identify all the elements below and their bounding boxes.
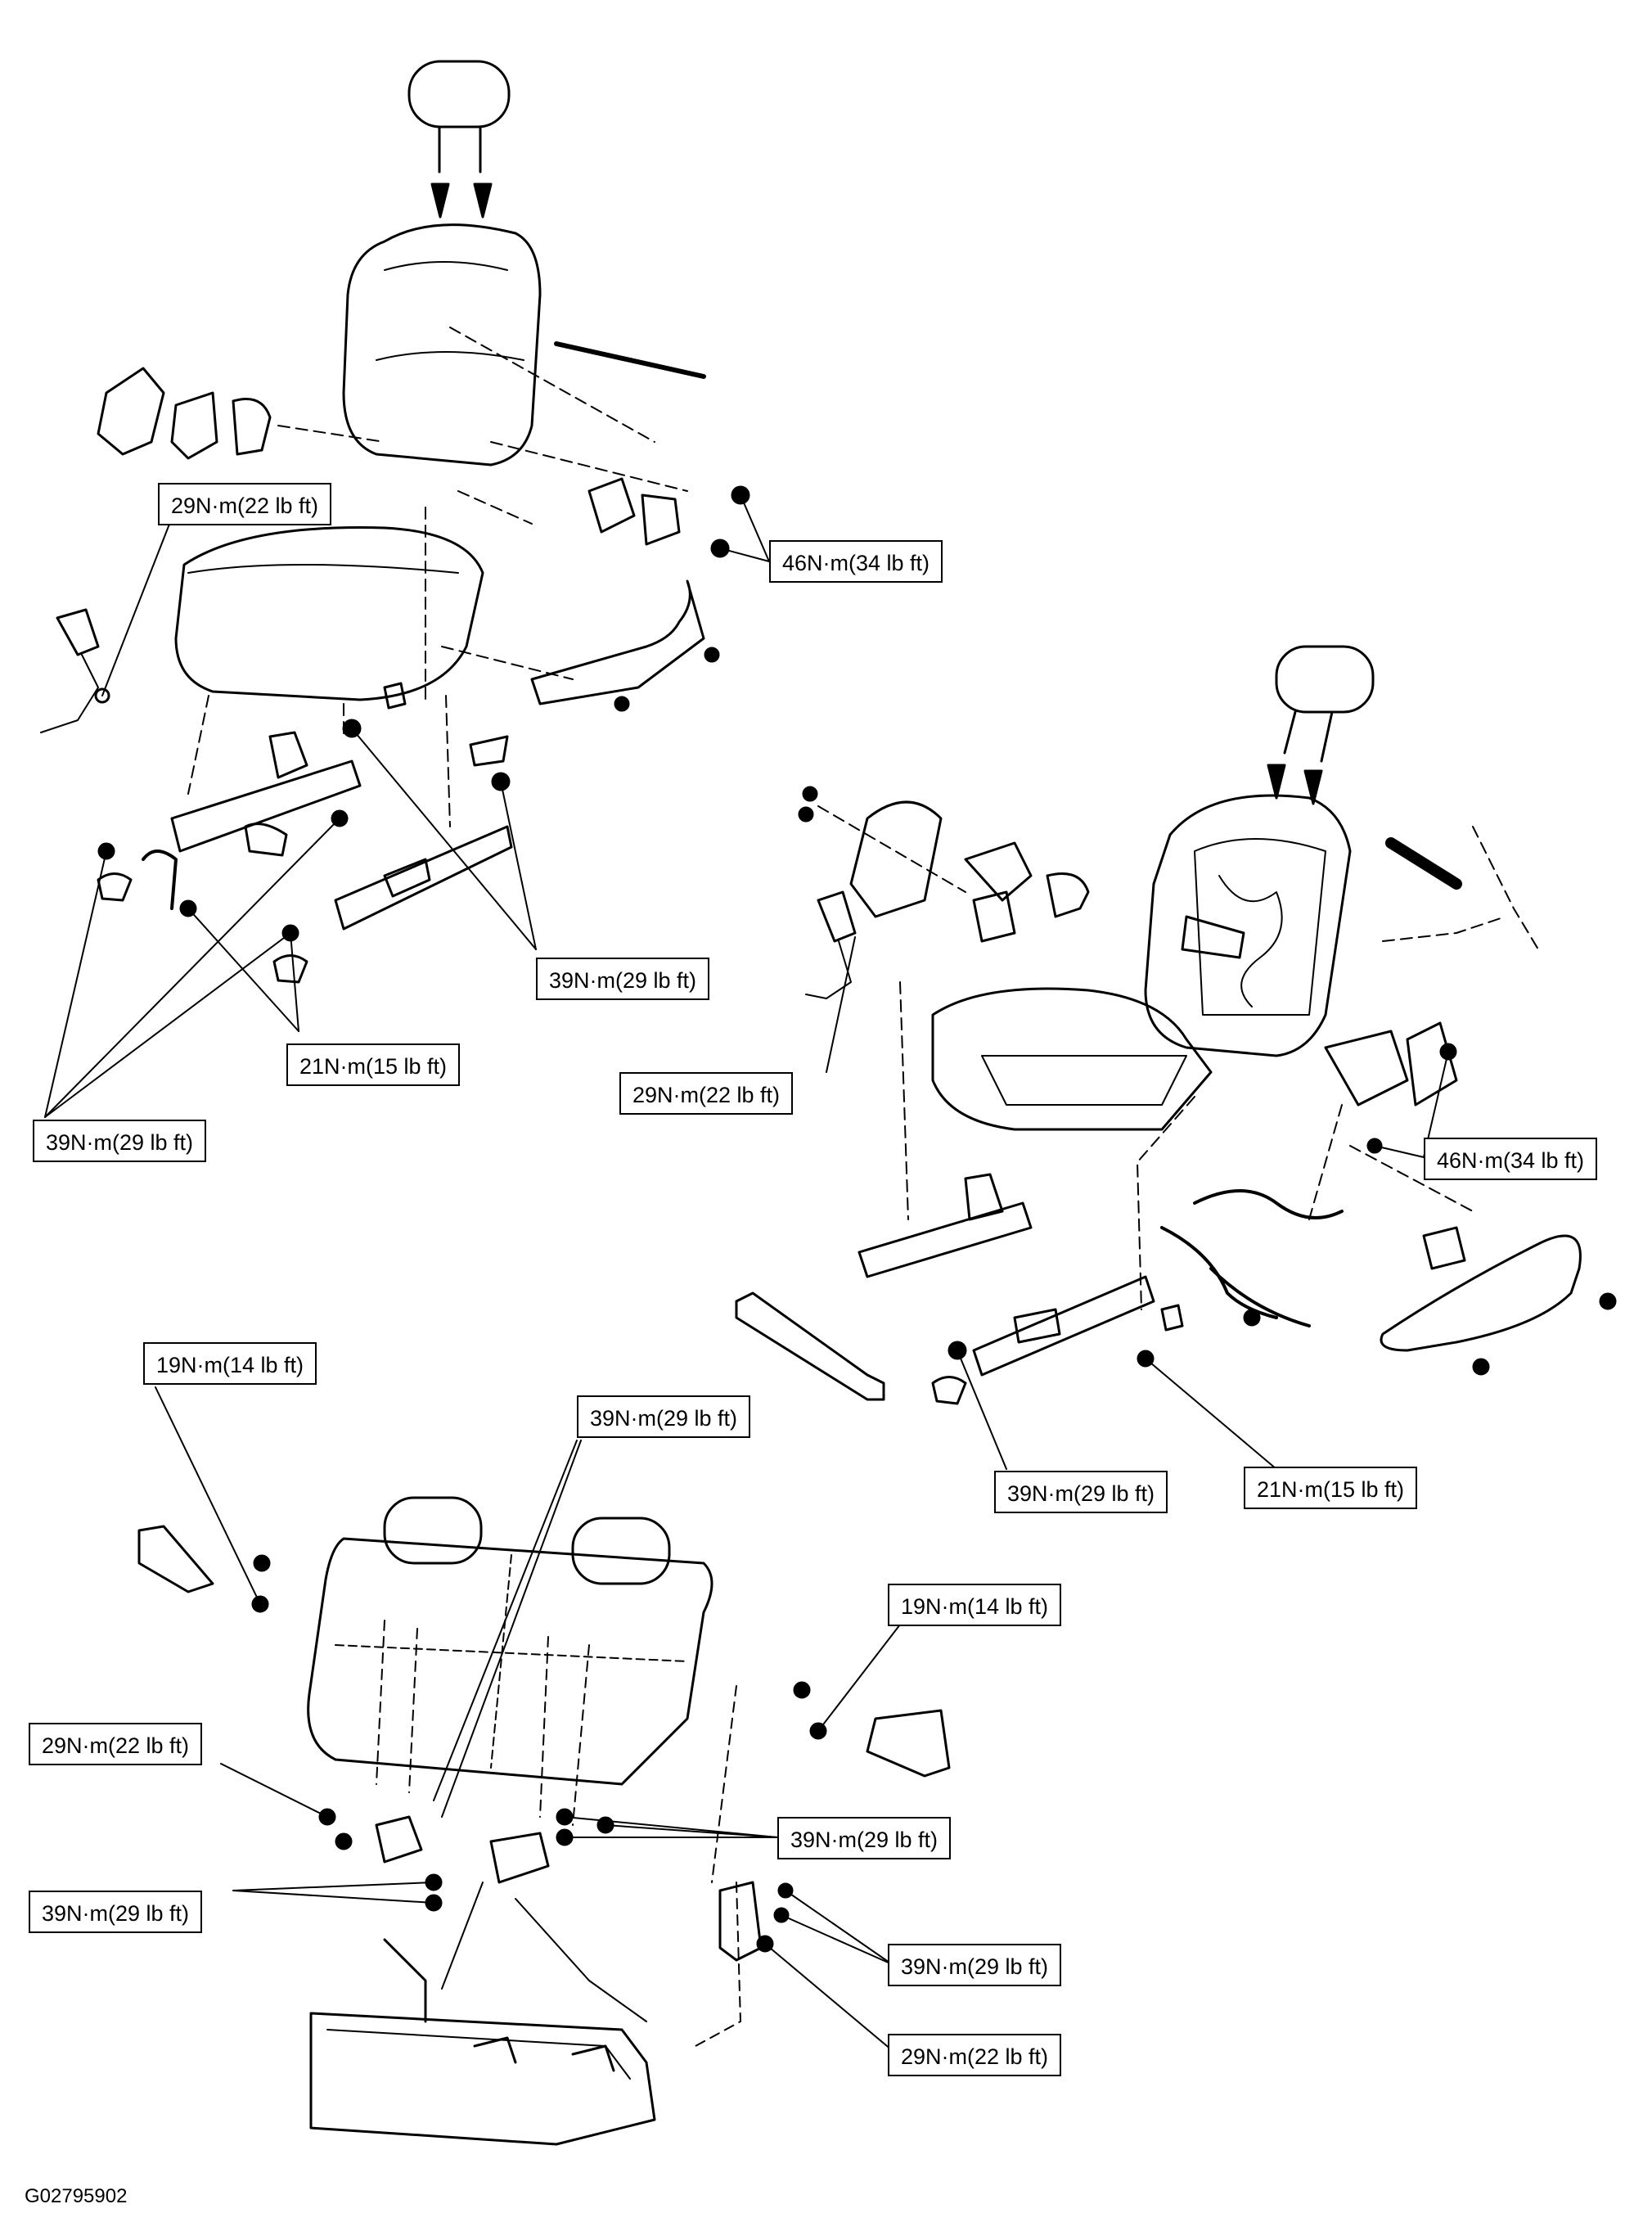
torque-label-rs-belt-anchor: 39N·m(29 lb ft): [577, 1395, 751, 1438]
front-seat-cross-bar: [735, 1291, 885, 1401]
torque-label-fs-track-bolts-small: 21N·m(15 lb ft): [286, 1043, 461, 1086]
front-seat-track-right-assembly: [858, 1173, 1155, 1377]
leader-lines: [44, 494, 1449, 2051]
torque-label-fs-track-bolts-left: 39N·m(29 lb ft): [33, 1120, 207, 1162]
torque-label-rs-hinge-right: 19N·m(14 lb ft): [888, 1584, 1062, 1626]
rear-seat-hinge-right: [866, 1709, 951, 1778]
front-seat-side-shield-right: [1380, 1234, 1582, 1352]
torque-label-fs2-track-right: 21N·m(15 lb ft): [1244, 1467, 1418, 1509]
torque-label-rs-right-bracket-bolts: 39N·m(29 lb ft): [888, 1944, 1062, 1986]
torque-label-fs-recliner-bolt: 46N·m(34 lb ft): [769, 540, 943, 583]
torque-label-fs2-track-left: 39N·m(29 lb ft): [994, 1471, 1168, 1513]
front-seat-cushion: [174, 526, 484, 701]
front-seat-headrest: [407, 60, 511, 219]
front-seat-side-shield: [530, 579, 705, 705]
front-seat-track-right: [334, 825, 513, 931]
torque-label-fs2-buckle: 29N·m(22 lb ft): [619, 1072, 794, 1115]
front-seat-assembly-right: [735, 645, 1617, 1405]
rear-seat-hinge-left: [137, 1525, 214, 1593]
front-seat-cushion-right: [931, 987, 1213, 1131]
torque-label-rs-lower-left-bolts: 39N·m(29 lb ft): [29, 1891, 203, 1933]
front-seat-track-left: [142, 731, 362, 910]
torque-label-rs-hinge-left: 19N·m(14 lb ft): [143, 1342, 317, 1385]
front-seat-assembly-left: [40, 60, 750, 984]
torque-label-fs-top-left: 29N·m(22 lb ft): [158, 483, 332, 525]
rear-seat-back: [307, 1537, 713, 1786]
torque-label-fs2-recliner-bolt: 46N·m(34 lb ft): [1424, 1138, 1598, 1180]
rear-seat-cushion: [309, 2012, 656, 2146]
front-seat-back-frame: [1144, 794, 1352, 1057]
front-seat-back: [342, 223, 542, 466]
torque-label-fs-track-bolts-right: 39N·m(29 lb ft): [536, 958, 710, 1000]
torque-label-rs-center-bolts: 39N·m(29 lb ft): [777, 1817, 952, 1859]
torque-label-rs-buckle-left: 29N·m(22 lb ft): [29, 1723, 203, 1765]
torque-label-rs-right-buckle: 29N·m(22 lb ft): [888, 2034, 1062, 2076]
figure-code: G02795902: [25, 2185, 128, 2207]
